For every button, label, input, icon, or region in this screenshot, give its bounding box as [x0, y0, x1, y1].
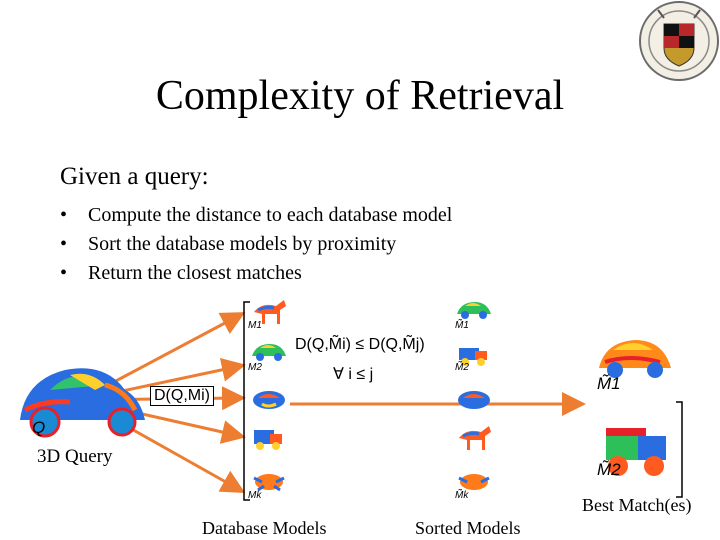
sorted-caption: Sorted Models — [415, 518, 521, 538]
sorted-label: M̃k — [455, 490, 469, 501]
sorted-model-dog — [459, 426, 491, 450]
formula-quantifier: ∀ i ≤ j — [333, 366, 374, 383]
sorted-model-truck — [459, 348, 487, 366]
best-bracket — [676, 401, 683, 498]
sorted-model-car — [457, 302, 491, 319]
query-car-model — [20, 368, 145, 438]
slide-title: Complexity of Retrieval — [155, 73, 565, 119]
database-model-truck — [254, 430, 282, 450]
best-match-truck — [606, 428, 666, 476]
subtitle: Given a query: — [60, 163, 209, 190]
bullet-item: •Return the closest matches — [60, 262, 302, 284]
database-label: Mk — [248, 490, 262, 501]
database-label: M1 — [248, 320, 262, 331]
database-caption: Database Models — [202, 518, 327, 538]
sorted-model-crab — [458, 474, 490, 490]
formula-inequality: D(Q,M̃i) ≤ D(Q,M̃j) — [295, 336, 425, 353]
query-label: 3D Query — [37, 446, 113, 467]
best-caption: Best Match(es) — [582, 495, 692, 515]
bullet-item: •Compute the distance to each database m… — [60, 204, 453, 226]
distance-box: D(Q,Mi) — [150, 386, 214, 406]
query-symbol: Q — [32, 418, 46, 437]
database-model-car — [252, 344, 286, 361]
university-seal-logo — [639, 1, 719, 81]
database-model-crab — [253, 474, 285, 492]
sorted-label: M̃1 — [455, 320, 469, 331]
bullet-item: •Sort the database models by proximity — [60, 233, 397, 255]
database-model-dog — [254, 300, 286, 324]
database-model-creature — [253, 391, 285, 409]
sorted-model-creature — [458, 391, 490, 409]
database-label: M2 — [248, 362, 262, 373]
best-label: M̃1 — [597, 374, 621, 393]
database-bracket — [243, 301, 250, 501]
best-label: M̃2 — [597, 460, 621, 479]
sorted-label: M̃2 — [455, 362, 469, 373]
best-match-car — [599, 340, 671, 378]
bullet-list: •Compute the distance to each database m… — [60, 201, 452, 288]
